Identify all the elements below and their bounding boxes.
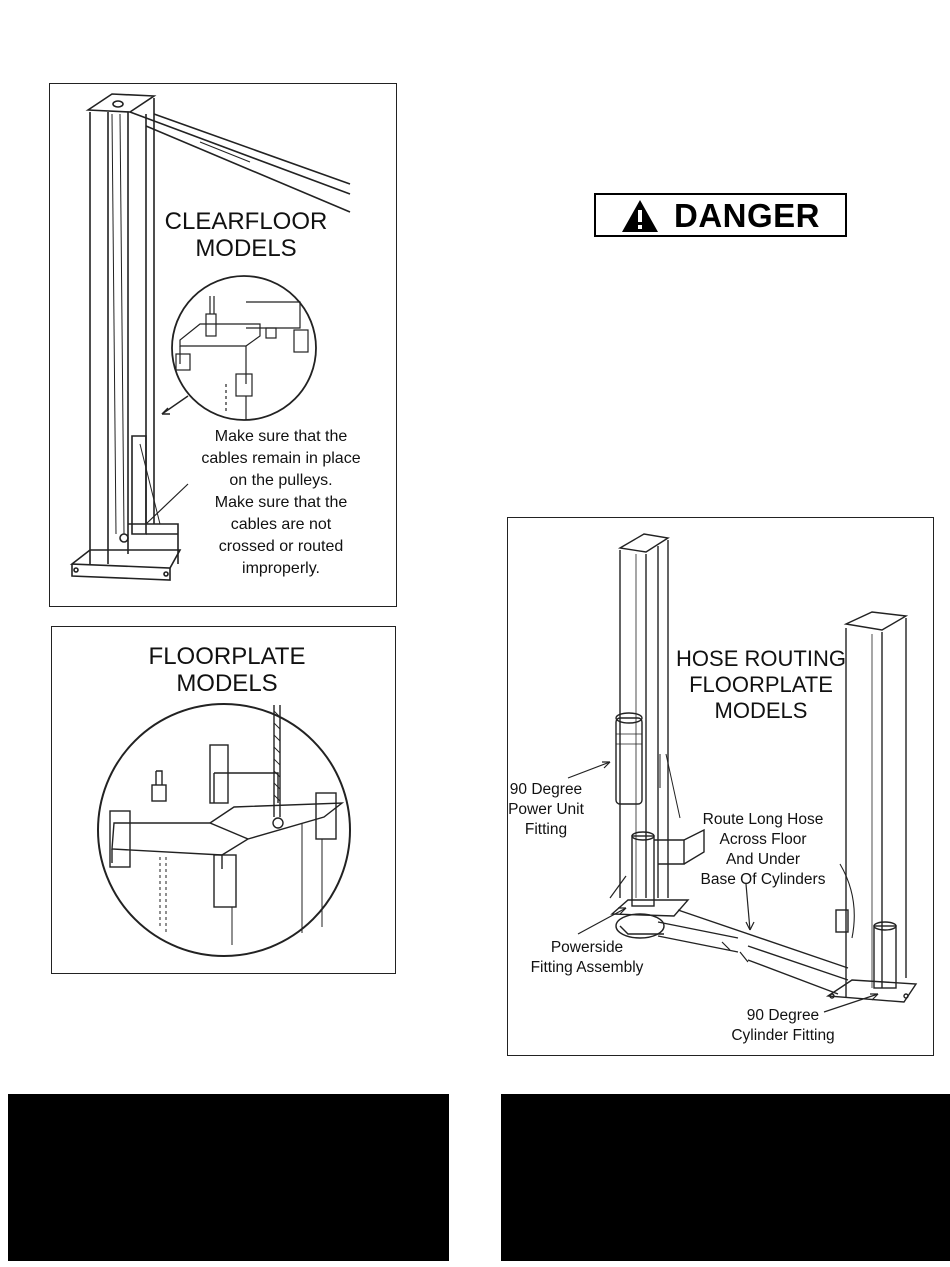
clearfloor-caption-line-5: cables are not	[230, 516, 332, 533]
route-long-hose-label: Route Long Hose Across Floor And Under B…	[688, 810, 838, 890]
powerside-fitting-line-2: Fitting Assembly	[530, 959, 644, 976]
clearfloor-column-illustration	[69, 93, 351, 581]
route-long-hose-line-1: Route Long Hose	[702, 811, 824, 828]
clearfloor-caption-line-2: cables remain in place	[201, 450, 361, 467]
clearfloor-heading-line-1: CLEARFLOOR	[164, 208, 328, 235]
powerside-fitting-label: Powerside Fitting Assembly	[522, 938, 652, 978]
clearfloor-caption: Make sure that the cables remain in plac…	[172, 426, 390, 580]
cylinder-fitting-line-2: Cylinder Fitting	[731, 1027, 835, 1044]
power-unit-fitting-line-2: Power Unit	[508, 801, 584, 818]
black-bar-left	[8, 1094, 449, 1261]
hose-routing-figure-panel: HOSE ROUTING FLOORPLATE MODELS 90 Degree…	[507, 517, 934, 1056]
warning-triangle-icon	[622, 200, 658, 232]
clearfloor-figure-panel: CLEARFLOOR MODELS Make sure that the cab…	[49, 83, 397, 607]
floorplate-heading-line-1: FLOORPLATE	[148, 643, 306, 670]
power-unit-fitting-line-1: 90 Degree	[509, 781, 583, 798]
clearfloor-caption-line-3: on the pulleys.	[229, 472, 333, 489]
hose-routing-illustration	[567, 533, 918, 1013]
route-long-hose-line-3: And Under	[725, 851, 801, 868]
floorplate-heading-line-2: MODELS	[176, 670, 278, 697]
floorplate-heading: FLOORPLATE MODELS	[112, 643, 342, 697]
cylinder-fitting-label: 90 Degree Cylinder Fitting	[718, 1006, 848, 1046]
power-unit-fitting-line-3: Fitting	[524, 821, 568, 838]
floorplate-detail-illustration	[97, 703, 351, 957]
route-long-hose-line-2: Across Floor	[719, 831, 807, 848]
power-unit-fitting-label: 90 Degree Power Unit Fitting	[508, 780, 586, 840]
hose-routing-heading-line-3: MODELS	[714, 698, 808, 723]
cylinder-fitting-line-1: 90 Degree	[746, 1007, 820, 1024]
black-bar-right	[501, 1094, 950, 1261]
clearfloor-caption-line-6: crossed or routed	[218, 538, 344, 555]
powerside-fitting-line-1: Powerside	[550, 939, 624, 956]
floorplate-figure-panel: FLOORPLATE MODELS	[51, 626, 396, 974]
clearfloor-heading: CLEARFLOOR MODELS	[146, 208, 346, 262]
clearfloor-caption-line-4: Make sure that the	[214, 494, 348, 511]
hose-routing-heading-line-1: HOSE ROUTING	[676, 646, 846, 671]
hose-routing-heading-line-2: FLOORPLATE	[689, 672, 833, 697]
clearfloor-caption-line-7: improperly.	[242, 560, 320, 577]
route-long-hose-line-4: Base Of Cylinders	[700, 871, 826, 888]
hose-routing-heading: HOSE ROUTING FLOORPLATE MODELS	[666, 646, 856, 724]
clearfloor-heading-line-2: MODELS	[195, 235, 297, 262]
danger-label: DANGER	[674, 197, 821, 234]
clearfloor-caption-line-1: Make sure that the	[214, 428, 348, 445]
danger-sign: DANGER	[594, 193, 847, 237]
